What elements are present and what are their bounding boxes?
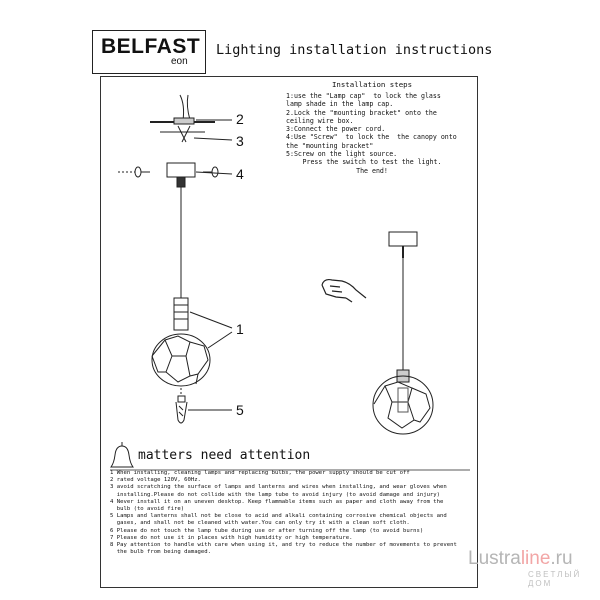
step-line: 1:use the "Lamp cap" to lock the glass: [286, 92, 441, 100]
step-line: the "mounting bracket": [286, 141, 374, 150]
lamp-cap: [173, 297, 189, 331]
page-title: Lighting installation instructions: [216, 42, 493, 58]
logo-sub-text: eon: [171, 56, 188, 67]
watermark-accent: line: [520, 548, 551, 569]
attention-heading: matters need attention: [138, 448, 311, 463]
leader-3: [193, 137, 233, 141]
screw-right: [203, 166, 219, 178]
step-line: 3:Connect the power cord.: [286, 125, 386, 134]
step-line: ceiling wire box.: [286, 116, 354, 125]
note-line: 6 Please do not touch the lamp tube duri…: [110, 527, 424, 534]
step-line: The end!: [356, 166, 388, 175]
bell-icon: [110, 442, 134, 468]
pointing-hand-icon: [321, 278, 367, 303]
step-line: 4:Use "Screw" to lock the the canopy ont…: [286, 133, 457, 142]
step-line: lamp shade in the lamp cap.: [286, 100, 394, 109]
installation-steps: Installation steps 1:use the "Lamp cap" …: [286, 80, 458, 198]
note-line: the bulb from being damaged.: [110, 549, 212, 556]
watermark-sub: СВЕТЛЫЙ ДОМ: [528, 570, 582, 588]
watermark: Lustraline.ru: [468, 548, 573, 570]
step-line: 2.Lock the "mounting bracket" onto the: [286, 108, 437, 117]
brand-logo: BELFAST eon: [92, 30, 206, 74]
note-line: gases, and shall not be cleaned with wat…: [110, 520, 410, 527]
watermark-main: Lustra: [468, 548, 521, 569]
diagram-label-2: 2: [236, 111, 244, 127]
bracket-wires: [177, 125, 191, 143]
note-line: 4 Never install it on an uneven desktop.…: [110, 498, 444, 505]
note-line: bulb (to avoid fire): [110, 506, 185, 513]
diagram-label-4: 4: [236, 166, 244, 182]
assembled-canopy: [388, 231, 418, 247]
step-line: 5:Screw on the light source.: [286, 150, 398, 159]
leader-1b: [207, 331, 233, 349]
logo-brand-text: BELFAST: [101, 35, 201, 58]
instruction-frame: [100, 76, 478, 588]
note-line: 3 avoid scratching the surface of lamps …: [110, 484, 447, 491]
ceiling-box: [173, 117, 195, 125]
note-line: installing.Please do not collide with th…: [110, 491, 441, 498]
ceiling-wires: [179, 94, 185, 121]
note-line: 5 Lamps and lanterns shall not be close …: [110, 513, 447, 520]
note-line: 1 When installing, cleaning lamps and re…: [110, 470, 410, 476]
screw-left: [134, 166, 150, 178]
diagram-label-1: 1: [236, 321, 244, 337]
assembled-shade: [372, 375, 434, 435]
leader-1a: [189, 311, 233, 329]
steps-title: Installation steps: [331, 80, 413, 89]
leader-4: [195, 171, 233, 175]
step-line: Press the switch to test the light.: [302, 158, 442, 167]
light-bulb: [175, 395, 188, 424]
note-line: 8 Pay attention to handle with care when…: [110, 542, 457, 549]
attention-notes: 1 When installing, cleaning lamps and re…: [110, 470, 478, 556]
note-line: 7 Please do not use it in places with hi…: [110, 534, 353, 541]
diagram-label-3: 3: [236, 133, 244, 149]
glass-shade: [151, 333, 211, 387]
note-line: 2 rated voltage 120V, 60Hz.: [110, 477, 201, 484]
diagram-label-5: 5: [236, 402, 244, 418]
canopy: [166, 162, 196, 178]
watermark-tld: .ru: [550, 548, 573, 569]
cord-grip: [176, 176, 186, 188]
